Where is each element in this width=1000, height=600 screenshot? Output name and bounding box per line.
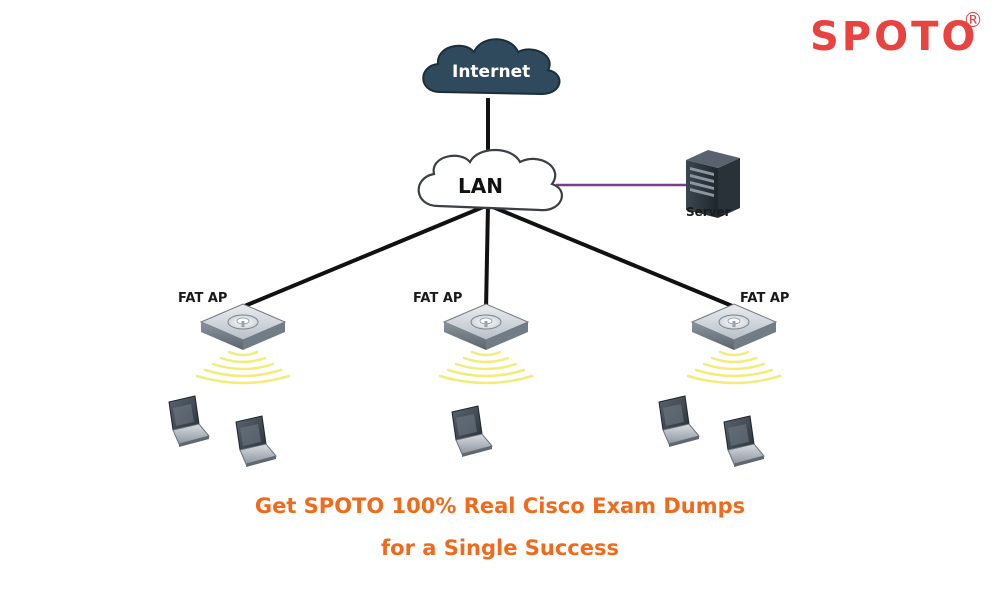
wifi-signal-icon-2 — [438, 350, 534, 385]
laptop-icon-1a — [168, 395, 210, 448]
lan-cloud — [417, 149, 563, 212]
laptop-icon-1b — [235, 415, 277, 468]
server-icon — [686, 150, 740, 218]
access-point-icon-2 — [443, 303, 529, 351]
laptop-icon-3a — [658, 395, 700, 448]
lan-ap1-link — [234, 203, 489, 312]
internet-cloud — [422, 38, 561, 96]
registered-mark: ® — [963, 8, 983, 32]
ap-label-2: FAT AP — [413, 291, 463, 306]
access-point-icon-3 — [691, 303, 777, 351]
spoto-logo: SPOTO — [810, 14, 979, 60]
ap-label-1: FAT AP — [178, 291, 228, 306]
lan-ap2-link — [484, 204, 490, 311]
lan-ap3-link — [487, 203, 743, 312]
promo-line-2: for a Single Success — [381, 536, 619, 560]
access-point-icon-1 — [200, 303, 286, 351]
internet-label: Internet — [452, 62, 531, 82]
promo-line-1: Get SPOTO 100% Real Cisco Exam Dumps — [254, 494, 746, 518]
lan-label: LAN — [458, 174, 503, 198]
server-label: Server — [686, 205, 731, 219]
laptop-icon-3b — [723, 415, 765, 468]
wifi-signal-icon-3 — [686, 350, 782, 385]
ap-label-3: FAT AP — [740, 291, 790, 306]
wifi-signal-icon-1 — [195, 350, 291, 385]
laptop-icon-2a — [451, 405, 493, 458]
